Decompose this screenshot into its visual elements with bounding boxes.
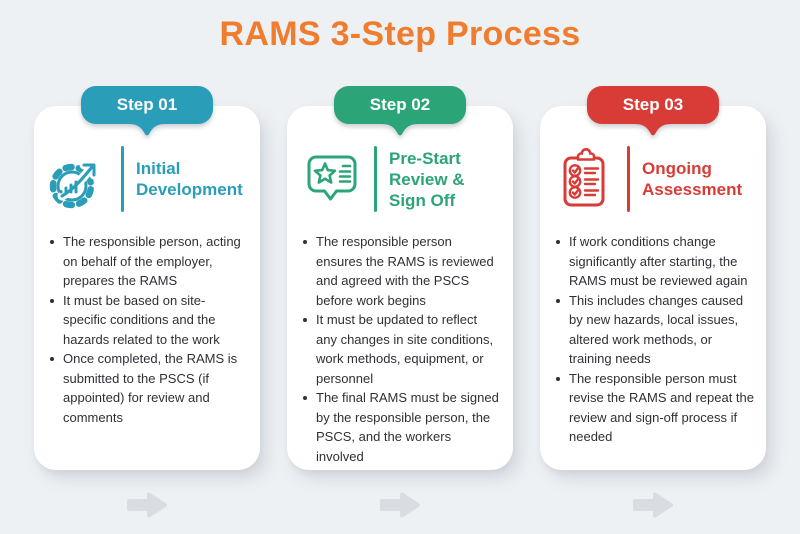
bullet-icon bbox=[303, 240, 307, 245]
step-card-2: Pre-Start Review & Sign Off The responsi… bbox=[287, 106, 513, 471]
list-item: It must be based on site-specific condit… bbox=[47, 291, 248, 350]
step-card-1: Initial Development The responsible pers… bbox=[34, 106, 260, 471]
star-speech-bubble-icon bbox=[307, 155, 357, 201]
vertical-divider bbox=[121, 146, 124, 213]
step-column-1: Step 01 bbox=[34, 86, 260, 471]
step-column-2: Step 02 bbox=[287, 86, 513, 471]
bullet-text: If work conditions change significantly … bbox=[569, 234, 748, 289]
arrow-cell bbox=[540, 490, 766, 520]
list-item: The responsible person must revise the R… bbox=[553, 369, 754, 447]
bullet-text: The final RAMS must be signed by the res… bbox=[316, 390, 499, 464]
right-arrow-icon bbox=[633, 492, 673, 518]
bullet-text: This includes changes caused by new haza… bbox=[569, 292, 744, 367]
bullet-icon bbox=[556, 298, 560, 303]
badge-ribbon-shape bbox=[334, 86, 466, 136]
bullet-list: If work conditions change significantly … bbox=[540, 232, 766, 447]
card-heading: Initial Development bbox=[136, 159, 243, 200]
vertical-divider bbox=[374, 146, 377, 213]
step-card-3: Ongoing Assessment If work conditions ch… bbox=[540, 106, 766, 471]
bullet-icon bbox=[50, 240, 54, 245]
list-item: If work conditions change significantly … bbox=[553, 232, 754, 291]
bullet-list: The responsible person, acting on behalf… bbox=[34, 232, 260, 427]
step-badge-label: Step 02 bbox=[369, 95, 431, 115]
card-header: Ongoing Assessment bbox=[552, 146, 754, 213]
arrow-cell bbox=[34, 490, 260, 520]
checklist-clipboard-icon bbox=[563, 148, 605, 207]
card-heading: Pre-Start Review & Sign Off bbox=[389, 148, 465, 211]
bullet-text: The responsible person must revise the R… bbox=[569, 370, 754, 445]
step-badge-label: Step 03 bbox=[622, 95, 684, 115]
page-title: RAMS 3-Step Process bbox=[219, 15, 581, 53]
bullet-list: The responsible person ensures the RAMS … bbox=[287, 232, 513, 466]
step-column-3: Step 03 bbox=[540, 86, 766, 471]
list-item: Once completed, the RAMS is submitted to… bbox=[47, 349, 248, 427]
step-badge-label: Step 01 bbox=[116, 95, 178, 115]
arrow-cell bbox=[287, 490, 513, 520]
gear-growth-icon bbox=[49, 160, 99, 209]
list-item: It must be updated to reflect any change… bbox=[300, 310, 501, 388]
bullet-text: It must be updated to reflect any change… bbox=[316, 312, 494, 386]
step-badge-2: Step 02 bbox=[334, 86, 466, 140]
right-arrow-icon bbox=[127, 492, 167, 518]
arrows-row bbox=[0, 490, 800, 520]
bullet-text: It must be based on site-specific condit… bbox=[63, 292, 220, 347]
list-item: This includes changes caused by new haza… bbox=[553, 291, 754, 369]
list-item: The responsible person, acting on behalf… bbox=[47, 232, 248, 291]
step-badge-3: Step 03 bbox=[587, 86, 719, 140]
bullet-text: The responsible person ensures the RAMS … bbox=[316, 234, 494, 308]
bullet-icon bbox=[556, 240, 560, 245]
vertical-divider bbox=[627, 146, 630, 213]
badge-ribbon-shape bbox=[81, 86, 213, 136]
bullet-text: Once completed, the RAMS is submitted to… bbox=[63, 351, 238, 425]
bullet-icon bbox=[50, 298, 54, 303]
steps-row: Step 01 bbox=[0, 86, 800, 471]
card-heading: Ongoing Assessment bbox=[642, 159, 743, 200]
step-badge-1: Step 01 bbox=[81, 86, 213, 140]
card-header: Pre-Start Review & Sign Off bbox=[299, 146, 501, 213]
list-item: The final RAMS must be signed by the res… bbox=[300, 388, 501, 466]
card-header: Initial Development bbox=[46, 146, 248, 213]
bullet-icon bbox=[303, 318, 307, 323]
bullet-icon bbox=[50, 357, 54, 362]
bullet-icon bbox=[556, 376, 560, 381]
bullet-text: The responsible person, acting on behalf… bbox=[63, 234, 241, 289]
list-item: The responsible person ensures the RAMS … bbox=[300, 232, 501, 310]
bullet-icon bbox=[303, 396, 307, 401]
right-arrow-icon bbox=[380, 492, 420, 518]
badge-ribbon-shape bbox=[587, 86, 719, 136]
